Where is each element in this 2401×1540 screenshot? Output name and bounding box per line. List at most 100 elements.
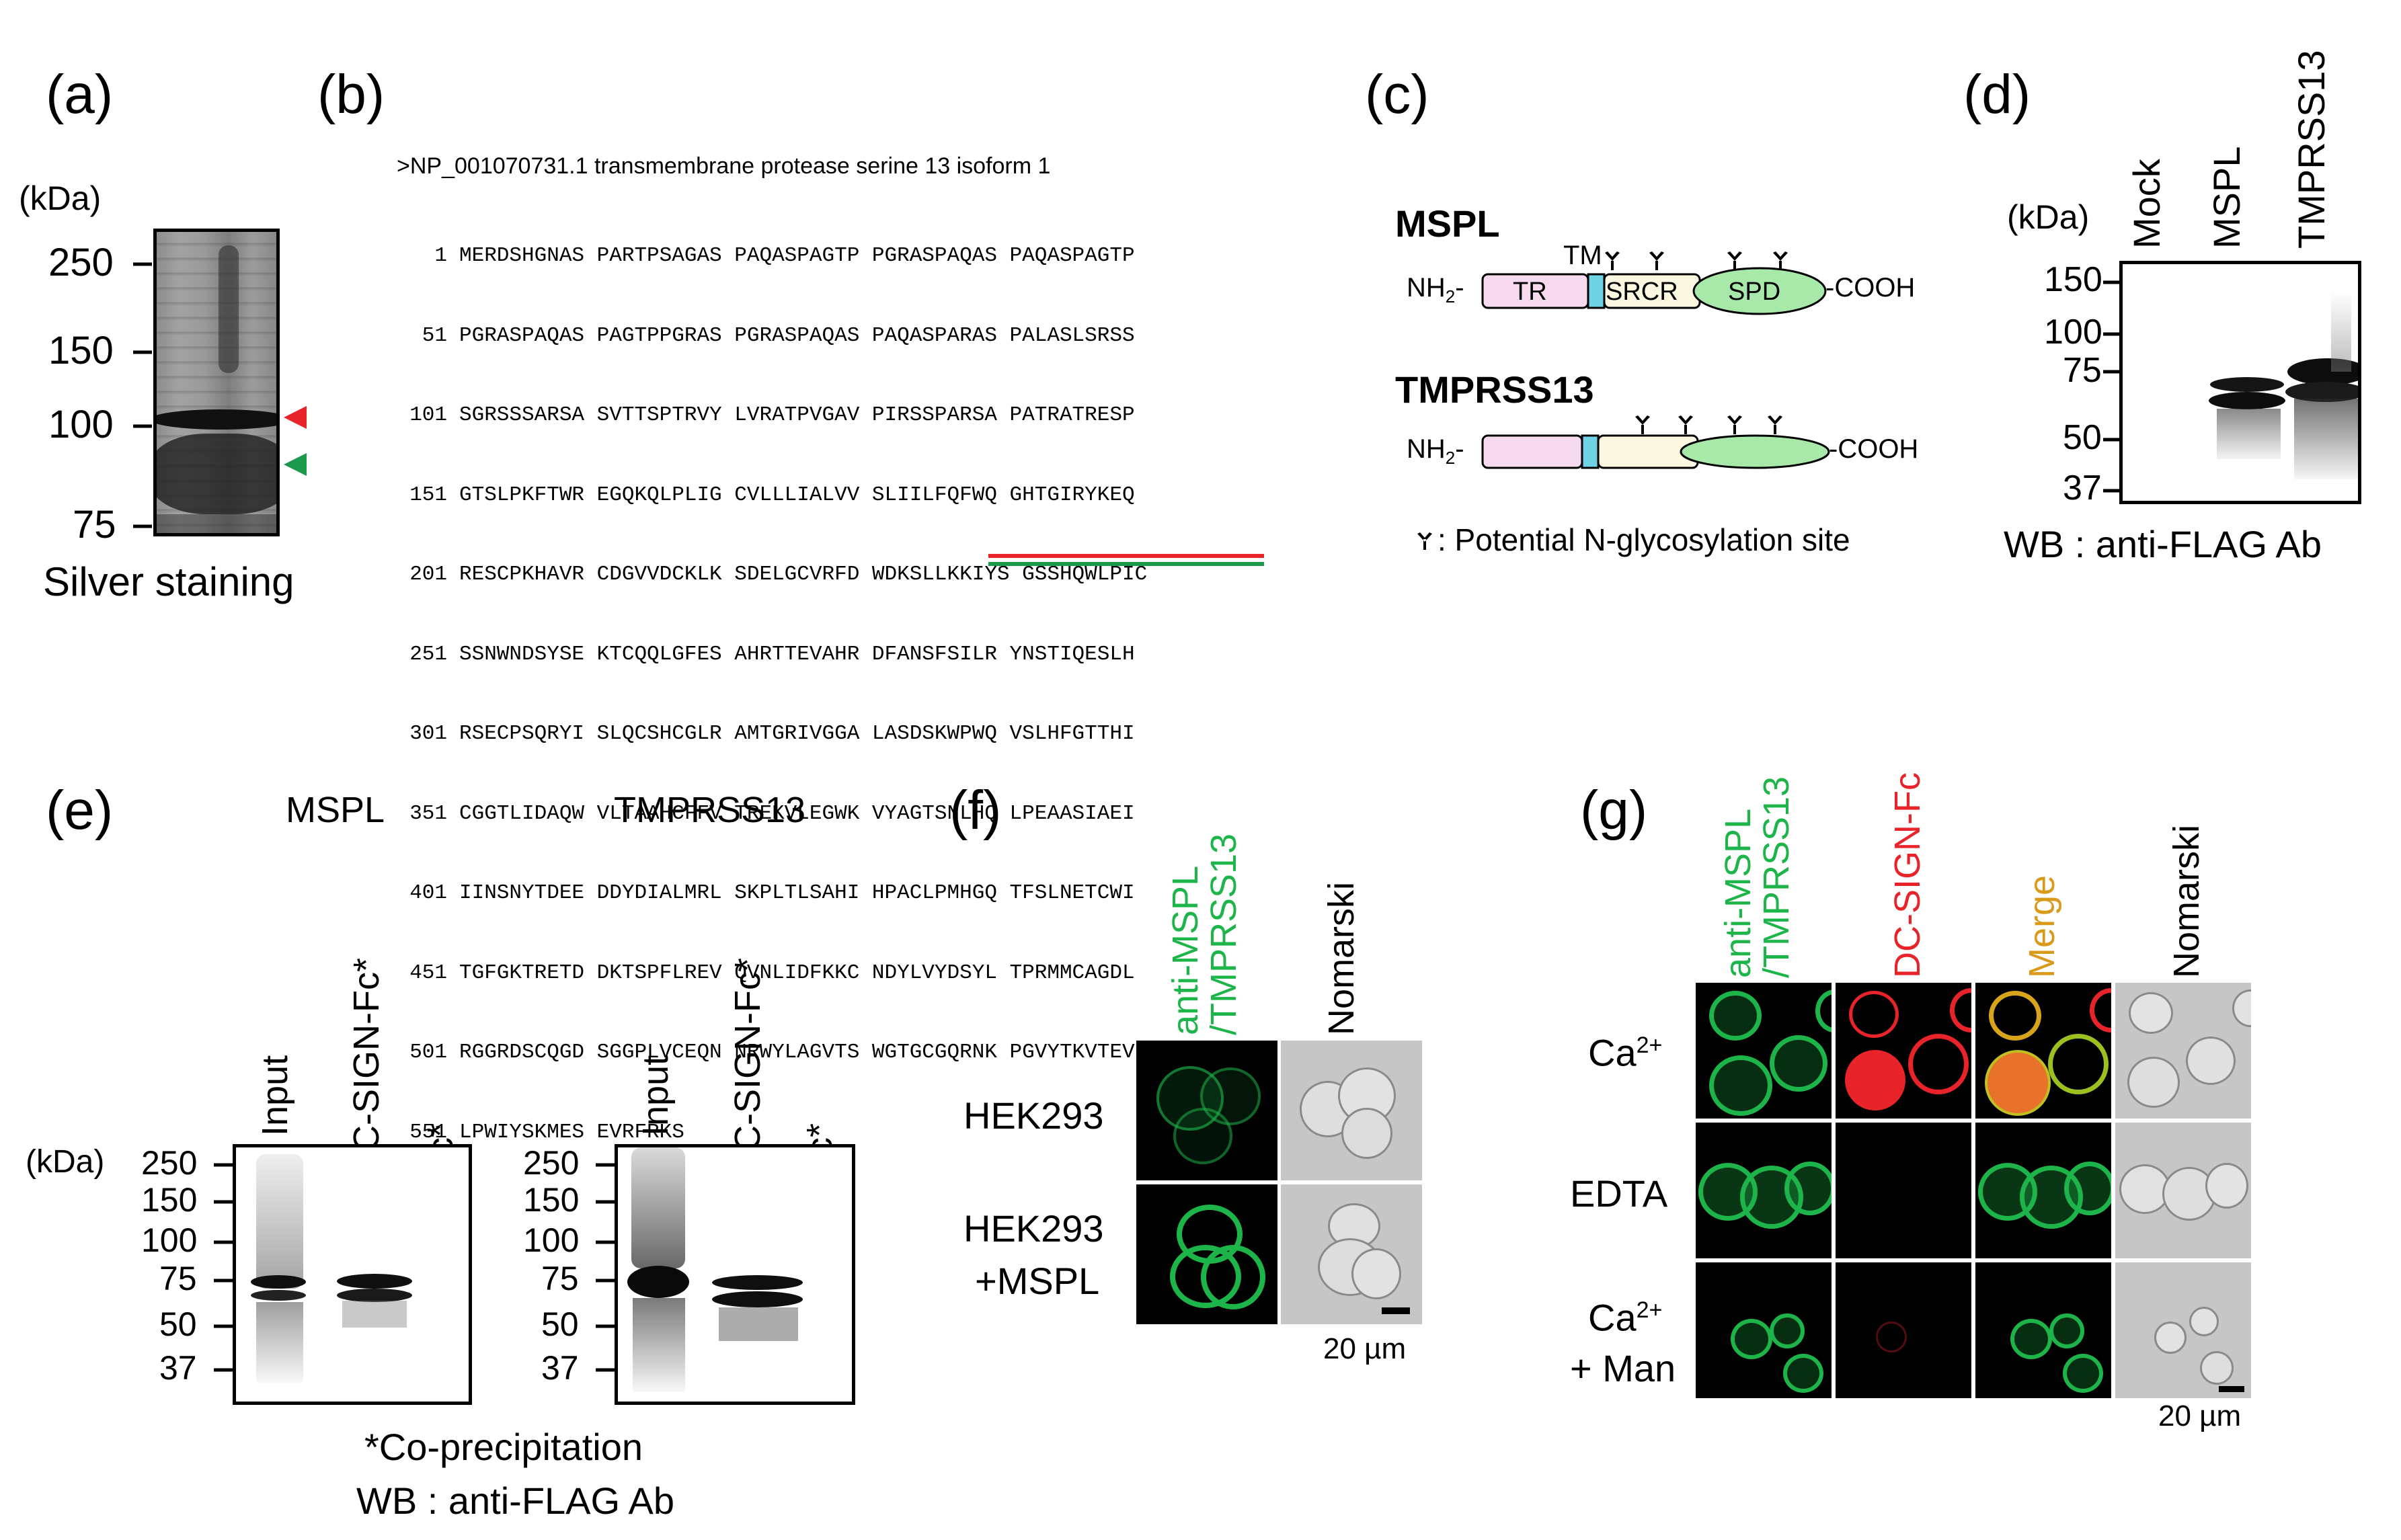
seq-row: IINSNYTDEE DDYDIALMRL SKPLTLSAHI HPACLPM… — [459, 881, 1135, 905]
g-cell-nomarski-ca — [2115, 983, 2251, 1119]
sequence-numbers: 1 51 101 151 201 251 301 351 401 451 501… — [387, 190, 447, 1199]
mspl-nterm: NH2- — [1407, 273, 1464, 307]
seq-row-num: 1 — [434, 244, 447, 268]
panel-g-scale-label: 20 µm — [2158, 1400, 2242, 1432]
panel-d-marker-50: 50 — [2063, 418, 2102, 457]
seq-row-num: 151 — [409, 483, 447, 507]
panel-d-marker-100: 100 — [2044, 313, 2102, 352]
seq-row-num: 251 — [409, 642, 447, 666]
g-cell-green-ca-man — [1696, 1262, 1832, 1398]
seq-row: SGRSSSARSA SVTTSPTRVY LVRATPVGAV PIRSSPA… — [459, 403, 1135, 427]
panel-f-col-nomarski: Nomarski — [1321, 881, 1362, 1035]
seq-row: TGFGKTRETD DKTSPFLREV QVNLIDFKKC NDYLVYD… — [459, 961, 1135, 985]
panel-g-col-antibody: anti-MSPL /TMPRSS13 — [1718, 776, 1797, 978]
f-cell-green-hek293-mspl — [1136, 1184, 1277, 1324]
g-cell-red-edta — [1836, 1123, 1971, 1258]
panel-d-blot — [2119, 261, 2361, 504]
panel-g-row-ca: Ca2+ — [1588, 1031, 1663, 1074]
blot2-marker-150: 150 — [523, 1181, 580, 1219]
seq-row: RGGRDSCQGD SGGPLVCEQN NRWYLAGVTS WGTGCGQ… — [459, 1041, 1135, 1064]
seq-row: PGRASPAQAS PAGTPPGRAS PGRASPAQAS PAQASPA… — [459, 323, 1135, 348]
blot2-marker-75: 75 — [541, 1260, 579, 1297]
glycosylation-icon — [1727, 415, 1742, 425]
f-cell-nomarski-hek293 — [1281, 1041, 1422, 1180]
panel-g-scale-bar — [2219, 1386, 2244, 1392]
mspl-domain-diagram — [1481, 251, 1827, 315]
panel-d-marker-150: 150 — [2044, 260, 2102, 299]
panel-f-label: (f) — [949, 780, 1002, 841]
seq-row: RSECPSQRYI SLQCSHCGLR AMTGRIVGGA LASDSKW… — [459, 722, 1135, 745]
panel-f-row-hek293: HEK293 — [963, 1094, 1104, 1137]
panel-e-caption2: WB : anti-FLAG Ab — [356, 1480, 675, 1522]
glycosylation-icon — [1768, 415, 1782, 425]
panel-d-marker-75: 75 — [2063, 351, 2102, 390]
panel-a-label: (a) — [46, 64, 114, 125]
protein-name-mspl: MSPL — [1395, 202, 1500, 245]
domain-spd: SPD — [1728, 278, 1781, 306]
panel-g-col-nomarski: Nomarski — [2166, 824, 2207, 978]
panel-a-unit: (kDa) — [19, 179, 102, 217]
domain-srcr: SRCR — [1606, 278, 1678, 306]
blot1-marker-150: 150 — [141, 1181, 198, 1219]
panel-g-row-ca-man-a: Ca2+ — [1588, 1296, 1663, 1339]
panel-a-marker-ticks — [133, 262, 152, 528]
panel-a-marker-75: 75 — [73, 503, 116, 546]
glycosylation-icon — [1773, 251, 1788, 261]
panel-a-caption: Silver staining — [43, 559, 294, 604]
seq-row: MERDSHGNAS PARTPSAGAS PAQASPAGTP PGRASPA… — [459, 244, 1135, 268]
blot2-marker-250: 250 — [523, 1144, 580, 1182]
protein-name-tmprss13: TMPRSS13 — [1395, 368, 1594, 411]
glycosylation-icon — [1635, 415, 1650, 425]
red-arrowhead-icon — [284, 406, 307, 429]
seq-row-num: 351 — [409, 801, 447, 825]
panel-d-unit: (kDa) — [2007, 198, 2090, 236]
panel-f-scale-bar — [1382, 1307, 1410, 1314]
blot2-marker-50: 50 — [541, 1305, 579, 1343]
panel-e-blot-tmprss13 — [615, 1144, 855, 1405]
panel-g-label: (g) — [1580, 780, 1648, 841]
f-cell-nomarski-hek293-mspl — [1281, 1184, 1422, 1324]
panel-f-scale-label: 20 µm — [1323, 1332, 1407, 1365]
tmprss13-nterm: NH2- — [1407, 434, 1464, 468]
seq-row: LPWIYSKMES EVRFRKS — [459, 1120, 684, 1144]
blot1-marker-50: 50 — [159, 1305, 197, 1343]
g-cell-nomarski-edta — [2115, 1123, 2251, 1258]
sequence-residues: MERDSHGNAS PARTPSAGAS PAQASPAGTP PGRASPA… — [459, 190, 1147, 1199]
sequence-block: 1 51 101 151 201 251 301 351 401 451 501… — [387, 190, 1341, 1144]
panel-e-ticks — [214, 1163, 615, 1372]
g-cell-nomarski-ca-man — [2115, 1262, 2251, 1398]
panel-e-blot-mspl — [233, 1144, 472, 1405]
silver-stain-gel — [153, 229, 280, 536]
mspl-cterm: -COOH — [1825, 273, 1916, 302]
seq-row: RESCPKHAVR CDGVVDCKLK SDELGCVRFD WDKSLLK… — [459, 563, 1148, 586]
green-arrowhead-icon — [284, 453, 307, 476]
blot1-marker-75: 75 — [159, 1260, 197, 1297]
blot1-marker-37: 37 — [159, 1349, 197, 1387]
panel-d-caption: WB : anti-FLAG Ab — [2004, 523, 2322, 565]
seq-row-num: 101 — [409, 403, 447, 427]
glycosylation-legend: : Potential N-glycosylation site — [1438, 522, 1850, 557]
g-cell-red-ca-man — [1836, 1262, 1971, 1398]
seq-row-num: 51 — [422, 323, 447, 348]
g-cell-merge-edta — [1975, 1123, 2111, 1258]
g-cell-green-ca — [1696, 983, 1832, 1119]
panel-e-unit: (kDa) — [26, 1144, 105, 1180]
glycosylation-icon — [1678, 415, 1693, 425]
panel-f-row-hek293-mspl-b: +MSPL — [975, 1260, 1100, 1302]
panel-e-label: (e) — [46, 780, 114, 841]
blot2-title: TMPRSS13 — [614, 790, 806, 830]
blot1-marker-100: 100 — [141, 1221, 198, 1259]
seq-row: CGGTLIDAQW VLTAAHCFFV TREKVLEGWK VYAGTSN… — [459, 801, 1135, 825]
f-cell-green-hek293 — [1136, 1041, 1277, 1180]
tmprss13-cterm: -COOH — [1829, 434, 1919, 464]
peptide-underlines — [988, 554, 1264, 566]
panel-a-arrows — [284, 406, 307, 476]
g-cell-merge-ca-man — [1975, 1262, 2111, 1398]
panel-f-row-hek293-mspl-a: HEK293 — [963, 1207, 1104, 1250]
glycosylation-legend-icon — [1417, 532, 1432, 550]
seq-row-num: 301 — [409, 722, 447, 745]
blot1-marker-250: 250 — [141, 1144, 198, 1182]
panel-g-col-dcsign: DC-SIGN-Fc — [1887, 772, 1928, 978]
glycosylation-icon — [1649, 251, 1664, 261]
seq-row-num: 401 — [409, 881, 447, 905]
